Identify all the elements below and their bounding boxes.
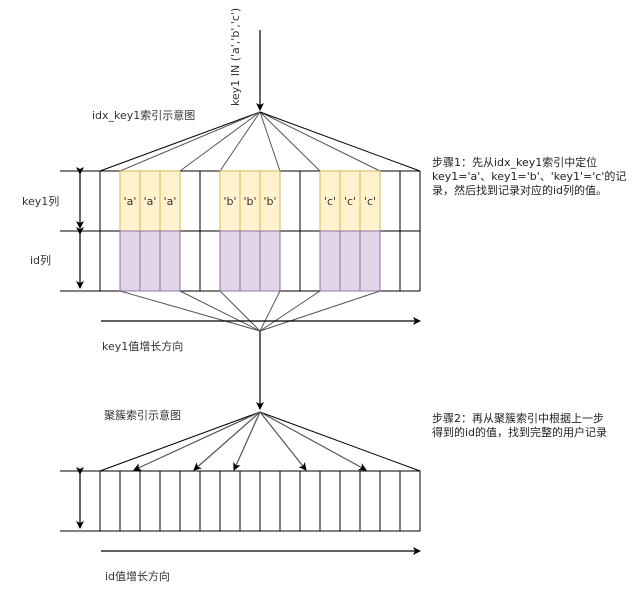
fan-edge-line [99,411,261,472]
id-cell [300,231,320,291]
id-values-converge-fan [119,290,381,332]
key1-value: 'c' [364,195,376,208]
key1-value: 'a' [124,195,137,208]
id-cell-highlighted [339,230,361,292]
secondary-index-title: idx_key1索引示意图 [92,108,195,122]
key1-row-label: key1列 [22,194,59,208]
fan-line [179,111,261,172]
key1-value: 'b' [243,195,256,208]
fan-line [259,111,281,172]
key1-cell [100,171,120,231]
id-cell [400,231,420,291]
lookup-arrow [193,411,261,471]
query-label: key1 IN ('a','b','c') [229,8,242,106]
id-cell-highlighted [259,230,281,292]
key1-cell [200,171,220,231]
record-cell [119,470,141,532]
record-cell [199,470,221,532]
key1-value: 'c' [324,195,336,208]
secondary-index-fan [99,111,421,172]
converge-line [259,290,321,332]
id-cell [100,231,120,291]
id-cell-highlighted [319,230,341,292]
converge-line [119,290,261,332]
id-cell-highlighted [219,230,241,292]
record-cell [279,470,301,532]
key1-value: 'a' [144,195,157,208]
key1-cell [380,171,400,231]
key1-cell [180,171,200,231]
record-cell [399,470,421,532]
record-cell [159,470,181,532]
converge-line [219,290,261,332]
record-cell [99,470,121,532]
id-cell [180,231,200,291]
id-cell-highlighted [239,230,261,292]
fan-line [259,111,421,172]
step2-note: 步骤2：再从聚簇索引中根据上一步 得到的id的值，找到完整的用户记录 [432,412,608,439]
lookup-arrow [233,411,261,471]
step1-note: 步骤1：先从idx_key1索引中定位 key1='a'、key1='b'、'k… [432,156,627,197]
record-cell [179,470,201,532]
key1-value: 'b' [223,195,236,208]
id-row-label: id列 [30,253,51,267]
record-cell [299,470,321,532]
id-cell-highlighted [139,230,161,292]
id-cell [280,231,300,291]
record-cell [339,470,361,532]
id-direction-label: id值增长方向 [105,569,170,583]
id-cell-highlighted [359,230,381,292]
secondary-index-table: 'a' 'a' 'a' 'b' 'b' 'b' 'c' 'c' 'c' [60,170,421,292]
id-cell [380,231,400,291]
record-cell [319,470,341,532]
record-cell [379,470,401,532]
fan-line [119,111,261,172]
clustered-index-fan [99,411,421,472]
fan-edge-line [259,411,421,472]
key1-value: 'a' [164,195,177,208]
fan-line [259,111,381,172]
record-cell [219,470,241,532]
converge-line [179,290,261,332]
id-cell [200,231,220,291]
clustered-index-table [60,470,421,532]
key1-cell [300,171,320,231]
lookup-arrow [259,411,367,471]
converge-line [259,290,381,332]
fan-line [259,111,321,172]
record-cell [139,470,161,532]
id-cell-highlighted [159,230,181,292]
lookup-arrow [133,411,261,471]
fan-line [219,111,261,172]
fan-line [99,111,261,172]
key1-cell [400,171,420,231]
key1-cell [280,171,300,231]
key1-direction-label: key1值增长方向 [102,339,183,353]
converge-line [259,290,281,332]
clustered-index-title: 聚簇索引示意图 [104,408,181,422]
id-cell-highlighted [119,230,141,292]
key1-value: 'c' [344,195,356,208]
record-cell [259,470,281,532]
lookup-arrow [259,411,307,471]
record-cell [239,470,261,532]
record-cell [359,470,381,532]
key1-value: 'b' [263,195,276,208]
